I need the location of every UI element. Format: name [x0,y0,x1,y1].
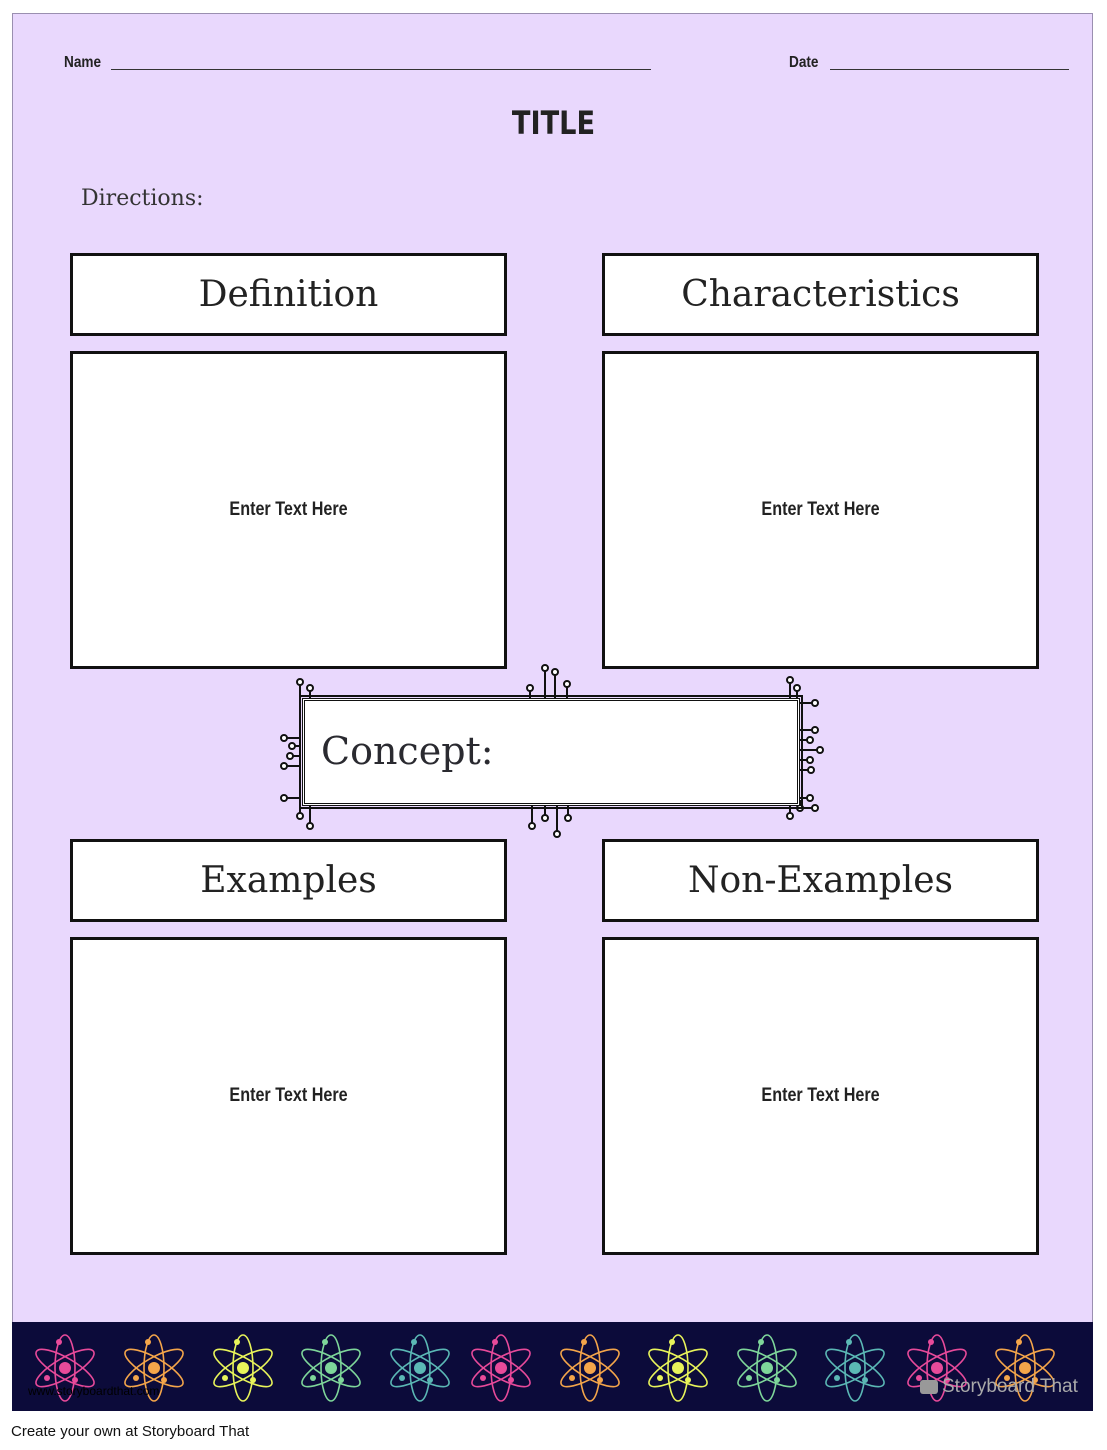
characteristics-text[interactable]: Enter Text Here [761,499,880,520]
atom-icon [560,1334,620,1402]
directions-label[interactable]: Directions: [81,186,204,211]
atom-icon [995,1334,1055,1402]
circuit-node [551,668,559,676]
circuit-node [811,726,819,734]
definition-heading[interactable]: Definition [70,253,507,336]
circuit-node [526,684,534,692]
atom-icon [907,1334,967,1402]
circuit-node [541,814,549,822]
circuit-node [563,680,571,688]
watermark: www.storyboardthat.com [28,1384,160,1398]
name-line[interactable] [111,69,651,70]
circuit-node [286,752,294,760]
atom-border [35,1334,1055,1402]
circuit-node [288,742,296,750]
circuit-node [806,794,814,802]
atom-icon [737,1334,797,1402]
circuit-node [811,699,819,707]
atom-icon [825,1334,885,1402]
storyboard-that-logo: Storyboard That [920,1376,1078,1398]
date-label: Date [789,54,819,71]
circuit-node [296,678,304,686]
concept-box[interactable]: Concept: [299,695,803,809]
name-label: Name [64,54,102,71]
characteristics-heading[interactable]: Characteristics [602,253,1039,336]
circuit-node [553,830,561,838]
non-examples-heading[interactable]: Non-Examples [602,839,1039,922]
page-title[interactable]: TITLE [511,104,596,142]
date-line[interactable] [830,69,1069,70]
non-examples-text[interactable]: Enter Text Here [761,1085,880,1106]
atom-icon [648,1334,708,1402]
definition-box[interactable]: Enter Text Here [70,351,507,669]
examples-text[interactable]: Enter Text Here [229,1085,348,1106]
definition-text[interactable]: Enter Text Here [229,499,348,520]
footer-band [12,1322,1093,1411]
examples-heading[interactable]: Examples [70,839,507,922]
circuit-node [296,812,304,820]
circuit-node [811,804,819,812]
circuit-node [793,684,801,692]
atom-icon [213,1334,273,1402]
atom-icon [124,1334,184,1402]
circuit-node [807,766,815,774]
credit-link[interactable]: Create your own at Storyboard That [11,1423,250,1440]
circuit-node [786,812,794,820]
logo-icon [920,1380,938,1394]
concept-label[interactable]: Concept: [321,729,494,773]
circuit-node [280,762,288,770]
atom-icon [471,1334,531,1402]
circuit-node [280,794,288,802]
circuit-node [306,822,314,830]
characteristics-box[interactable]: Enter Text Here [602,351,1039,669]
examples-box[interactable]: Enter Text Here [70,937,507,1255]
circuit-node [541,664,549,672]
circuit-node [306,684,314,692]
non-examples-box[interactable]: Enter Text Here [602,937,1039,1255]
circuit-node [806,756,814,764]
atom-icon [35,1334,95,1402]
circuit-border-decoration [280,664,824,838]
atom-icon [390,1334,450,1402]
atom-icon [301,1334,361,1402]
circuit-node [280,734,288,742]
brand-text: Storyboard That [942,1376,1078,1397]
circuit-node [816,746,824,754]
circuit-node [806,736,814,744]
circuit-node [528,822,536,830]
circuit-node [564,814,572,822]
circuit-node [786,676,794,684]
